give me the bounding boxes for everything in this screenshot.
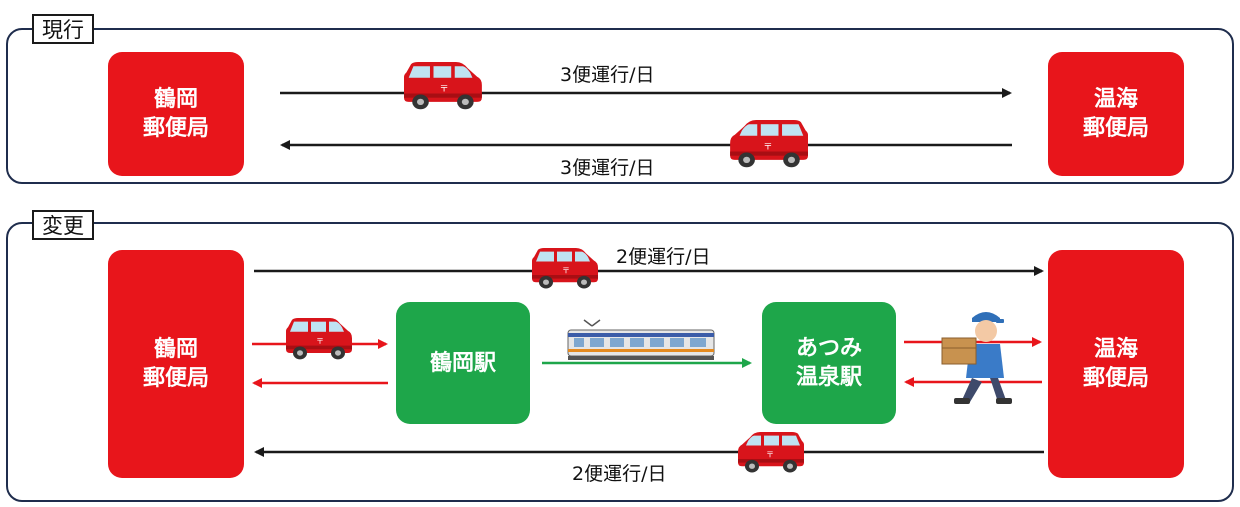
office-name: 鶴岡: [153, 337, 198, 362]
changed-tag: 変更: [32, 210, 94, 240]
current-return-label: 3便運行/日: [560, 157, 655, 179]
van-icon: [404, 62, 482, 110]
changed-right-office: 温海 郵便局: [1048, 250, 1184, 478]
atsumi-onsen-station: あつみ 温泉駅: [762, 302, 896, 424]
changed-left-office: 鶴岡 郵便局: [108, 250, 244, 478]
delivery-person-icon: [941, 312, 1012, 404]
current-left-office: 鶴岡 郵便局: [108, 52, 244, 176]
current-tag: 現行: [32, 14, 94, 44]
office-type: 郵便局: [142, 116, 209, 141]
office-type: 郵便局: [1082, 116, 1149, 141]
tsuruoka-station: 鶴岡駅: [396, 302, 530, 424]
changed-outbound-label: 2便運行/日: [616, 246, 711, 268]
office-name: 温海: [1093, 87, 1138, 112]
station-name: 鶴岡駅: [429, 350, 496, 376]
train-icon: [567, 319, 715, 360]
changed-return-label: 2便運行/日: [572, 463, 667, 485]
office-type: 郵便局: [1082, 366, 1149, 391]
station-name-line1: あつみ: [795, 336, 862, 361]
van-icon: [532, 248, 598, 289]
current-outbound-label: 3便運行/日: [560, 64, 655, 86]
van-icon: [286, 318, 352, 360]
current-right-office: 温海 郵便局: [1048, 52, 1184, 176]
office-name: 温海: [1093, 337, 1138, 362]
van-icon: [730, 120, 808, 168]
station-name-line2: 温泉駅: [795, 365, 862, 390]
office-name: 鶴岡: [153, 87, 198, 112]
van-icon: [738, 432, 804, 473]
office-type: 郵便局: [142, 366, 209, 391]
